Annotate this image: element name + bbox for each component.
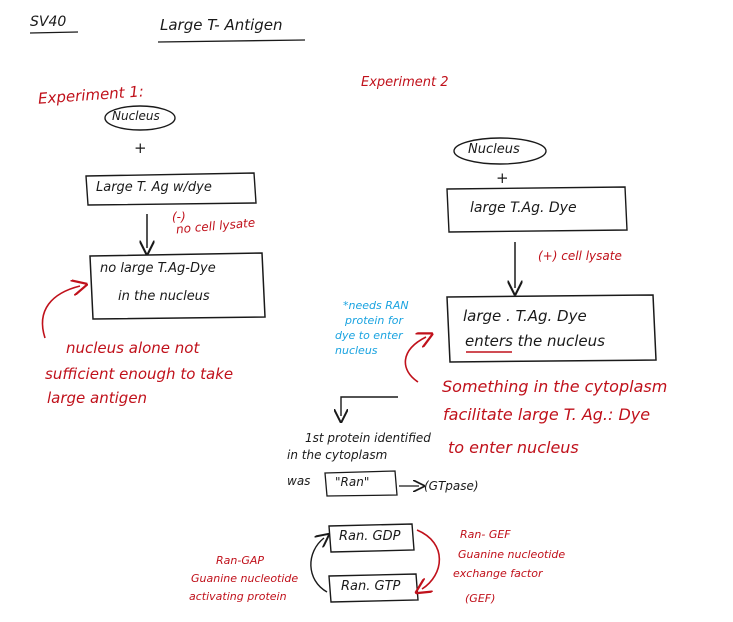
- exp2-box1-outline: [446, 186, 628, 233]
- ran-line1: 1st protein identified: [305, 431, 431, 445]
- gef-line4: (GEF): [465, 592, 496, 605]
- gap-line1: Ran-GAP: [216, 554, 265, 567]
- ran-was: was: [287, 474, 311, 488]
- exp1-nucleus-ellipse: [104, 105, 176, 131]
- exp1-note-line2: sufficient enough to take: [45, 365, 234, 383]
- gap-line2: Guanine nucleotide: [191, 572, 299, 585]
- blue-note-line1: *needs RAN: [343, 299, 409, 312]
- exp1-box1-outline: [85, 172, 257, 206]
- ran-gdp-text: Ran. GDP: [339, 529, 401, 544]
- exp2-heading: Experiment 2: [361, 75, 449, 90]
- exp2-red-note-line2: facilitate large T. Ag.: Dye: [443, 405, 651, 424]
- page-title: Large T- Antigen: [160, 16, 283, 34]
- blue-note-line3: dye to enter: [335, 329, 403, 342]
- exp1-result-line1: no large T.Ag-Dye: [100, 261, 216, 276]
- ran-gtp-box-outline: [328, 573, 419, 603]
- exp2-curved-arrow: [404, 337, 426, 383]
- exp2-box1-text: large T.Ag. Dye: [470, 200, 577, 216]
- gef-line1: Ran- GEF: [460, 528, 511, 541]
- exp2-nucleus: Nucleus: [468, 142, 520, 157]
- sv40-label: SV40: [30, 14, 67, 30]
- blue-note-line2: protein for: [345, 314, 403, 327]
- gtpase-label: (GTpase): [424, 479, 479, 493]
- exp2-result-box-outline: [446, 294, 657, 363]
- ran-quote-box-text: "Ran": [335, 475, 370, 489]
- exp2-result-line1: large . T.Ag. Dye: [463, 307, 587, 325]
- ran-line2: in the cytoplasm: [287, 448, 388, 462]
- exp2-result-line2: enters the nucleus: [465, 332, 605, 350]
- gap-curve-arrow: [310, 538, 327, 593]
- blue-note-line4: nucleus: [335, 344, 378, 357]
- exp1-result-box-outline: [89, 252, 266, 320]
- exp2-red-note-line3: to enter nucleus: [448, 438, 579, 457]
- gef-curve-arrow: [417, 529, 441, 589]
- title-underline: [157, 39, 306, 43]
- exp1-note-line3: large antigen: [47, 389, 148, 407]
- exp1-box1-text: Large T. Ag w/dye: [96, 180, 212, 195]
- exp2-condition: (+) cell lysate: [538, 249, 622, 263]
- ran-gtp-text: Ran. GTP: [341, 579, 401, 594]
- exp2-red-note-line1: Something in the cytoplasm: [442, 377, 668, 396]
- exp1-curved-arrow: [41, 286, 80, 339]
- sv40-underline: [29, 31, 79, 34]
- exp1-condition-sign: (-): [172, 210, 186, 224]
- exp1-note-line1: nucleus alone not: [66, 339, 200, 357]
- ran-elbow-arrow: [341, 396, 398, 416]
- exp1-nucleus: Nucleus: [112, 109, 160, 123]
- exp1-result-line2: in the nucleus: [118, 289, 210, 304]
- exp2-plus: +: [496, 169, 509, 187]
- ran-quote-box-outline: [324, 470, 398, 497]
- exp2-nucleus-ellipse: [453, 137, 547, 165]
- gef-line2: Guanine nucleotide: [458, 548, 566, 561]
- gef-line3: exchange factor: [453, 567, 543, 580]
- exp1-plus: +: [134, 139, 147, 157]
- gap-line3: activating protein: [189, 590, 287, 603]
